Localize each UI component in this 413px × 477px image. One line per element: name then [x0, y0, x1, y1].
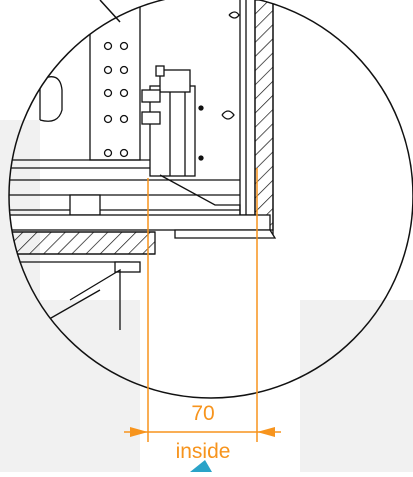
cursor-arrow-icon [190, 460, 212, 472]
dimension-value: 70 [191, 402, 214, 425]
dimension-annotation: 70 inside [124, 168, 281, 463]
leader-line [99, 0, 121, 23]
detail-circle [8, 0, 413, 399]
dimension-label: inside [176, 440, 231, 463]
hatched-beam [9, 231, 156, 255]
arrow-left-icon [130, 427, 148, 437]
arrow-right-icon [257, 427, 275, 437]
panel-holes [103, 41, 129, 158]
perforated-panel [89, 0, 141, 161]
detail-content [9, 0, 277, 331]
